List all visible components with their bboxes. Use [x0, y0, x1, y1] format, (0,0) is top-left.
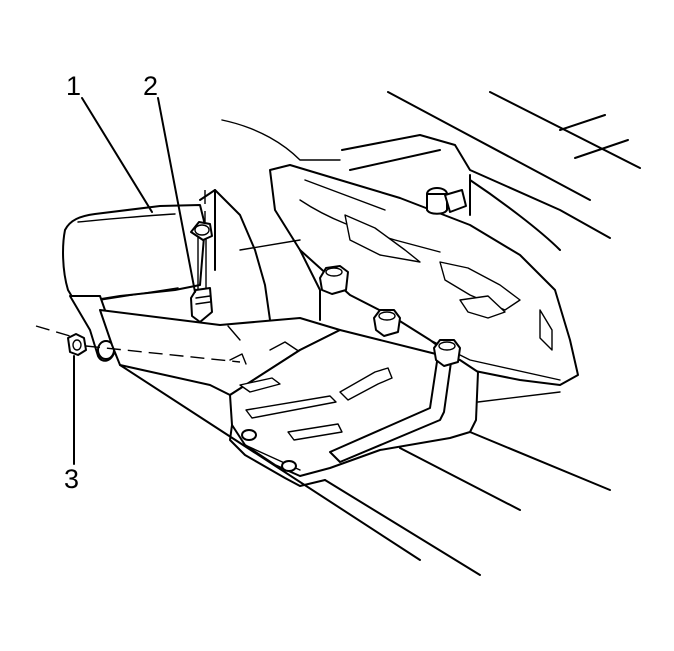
- callout-1: 1: [66, 71, 81, 101]
- skid-plate-shield: [62, 204, 363, 396]
- leader-lines: [73, 97, 196, 465]
- retaining-nut: [67, 333, 87, 356]
- callout-3: 3: [64, 464, 79, 494]
- crossmember-bracket: [269, 164, 579, 386]
- callout-2: 2: [143, 71, 158, 101]
- nut-middle: [373, 309, 401, 337]
- leader-2: [157, 97, 196, 293]
- ground-lines: [119, 364, 611, 576]
- lower-skid-plate: [229, 329, 479, 487]
- frame-structure: [221, 91, 641, 251]
- alignment-lines: [35, 190, 241, 363]
- leader-1: [81, 97, 153, 213]
- bolt: [190, 221, 213, 323]
- nut-upper: [319, 265, 349, 295]
- nut-right: [433, 339, 461, 367]
- transmission-body: [199, 189, 321, 321]
- mounting-nuts: [319, 265, 461, 367]
